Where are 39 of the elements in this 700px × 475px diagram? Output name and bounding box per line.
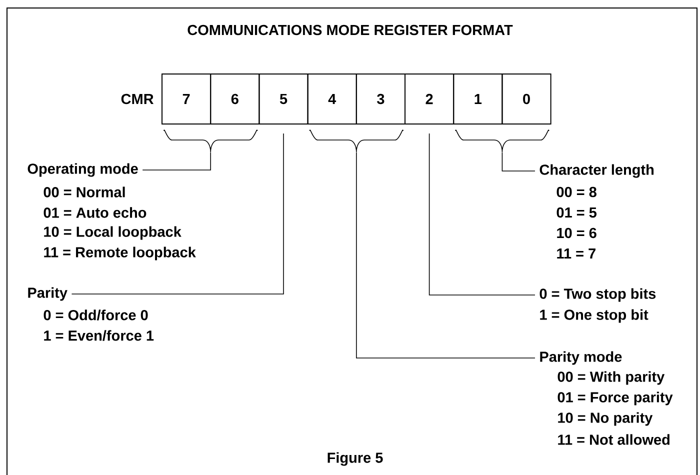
leader-line: [142, 152, 211, 170]
bit-cell: 7: [162, 74, 212, 124]
value-text: 1 = One stop bit: [540, 309, 648, 323]
bit-cell: 5: [258, 74, 308, 124]
bit-cell: 3: [356, 74, 406, 124]
field-name: Parity: [28, 287, 68, 301]
register-label: CMR: [121, 94, 154, 104]
value-text: 10 = No parity: [558, 412, 653, 426]
title: COMMUNICATIONS MODE REGISTER FORMAT: [188, 24, 513, 36]
value-text: 11 = Not allowed: [558, 434, 670, 445]
brace: [164, 130, 258, 152]
bit-cell: 4: [307, 74, 357, 124]
value-text: 11 = Remote loopback: [44, 246, 196, 260]
bit-cell: 1: [453, 74, 503, 124]
value-text: 0 = Odd/force 0: [44, 310, 148, 320]
value-text: 01 = 5: [556, 207, 597, 218]
value-text: 01 = Auto echo: [44, 207, 146, 218]
leader-line: [356, 152, 536, 358]
leader-line: [428, 133, 536, 296]
bit-cell: 2: [404, 74, 454, 124]
field-name: Character length: [540, 164, 654, 178]
value-text: 00 = Normal: [44, 186, 125, 198]
leader-line: [71, 133, 284, 294]
leader-line: [502, 152, 536, 172]
value-text: 11 = 7: [557, 248, 596, 258]
bit-cell: 6: [210, 74, 260, 124]
value-text: 01 = Force parity: [558, 392, 673, 406]
value-text: 00 = 8: [556, 186, 596, 198]
field-name: Parity mode: [540, 351, 622, 365]
brace: [309, 130, 404, 152]
brace: [455, 130, 550, 152]
value-text: 10 = Local loopback: [44, 226, 182, 240]
field-name: Operating mode: [28, 163, 138, 177]
value-text: 1 = Even/force 1: [44, 330, 154, 341]
value-text: 00 = With parity: [558, 371, 665, 385]
field-name: 0 = Two stop bits: [540, 288, 656, 302]
bit-cell: 0: [502, 74, 552, 124]
value-text: 10 = 6: [557, 228, 596, 238]
caption: Figure 5: [328, 452, 383, 466]
